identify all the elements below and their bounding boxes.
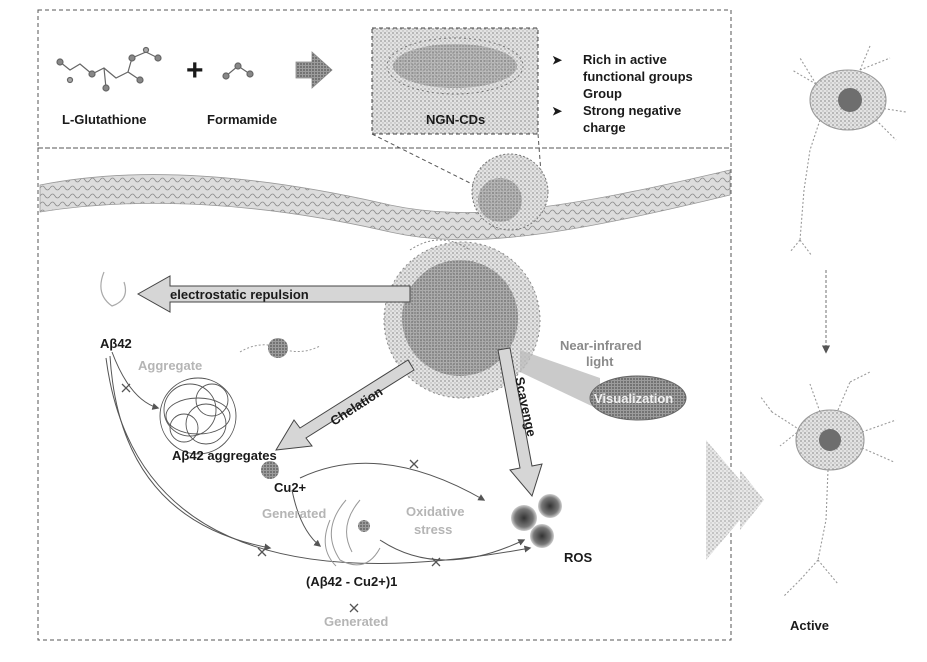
feature-2-marker: ➤	[552, 104, 563, 118]
formamide-label: Formamide	[207, 112, 277, 127]
nir-label-line1: Near-infrared	[560, 338, 642, 353]
peptide-blob	[268, 338, 288, 358]
ros-cluster	[511, 494, 562, 548]
feature-2-line-1: Strong negative	[583, 103, 681, 118]
reaction-arrow	[296, 52, 332, 88]
feature-1-line-2: functional groups	[583, 69, 693, 84]
product-label: NGN-CDs	[426, 112, 485, 127]
generated-label-1: Generated	[262, 506, 326, 521]
aggregate-tangle	[160, 378, 236, 454]
neuron-inactive-nucleus	[838, 88, 862, 112]
feature-list: ➤ Rich in active functional groups Group…	[552, 52, 693, 135]
abeta-label: Aβ42	[100, 336, 132, 351]
feature-1-marker: ➤	[552, 53, 563, 67]
aggregates-label: Aβ42 aggregates	[172, 448, 277, 463]
glutathione-label: L-Glutathione	[62, 112, 147, 127]
neuron-active-nucleus	[819, 429, 841, 451]
neuron-active	[760, 372, 896, 596]
cell-membrane	[40, 170, 730, 240]
feature-1-line-1: Rich in active	[583, 52, 667, 67]
oxidative-label-line2: stress	[414, 522, 452, 537]
ros-label: ROS	[564, 550, 593, 565]
aggregate-label: Aggregate	[138, 358, 202, 373]
visualization-label: Visualization	[594, 391, 673, 406]
feature-1-line-3: Group	[583, 86, 622, 101]
complex-label: (Aβ42 - Cu2+)1	[306, 574, 397, 589]
cu-ion	[261, 461, 279, 479]
oxidative-label-line1: Oxidative	[406, 504, 465, 519]
generated-label-2: Generated	[324, 614, 388, 629]
abeta-cu-complex	[325, 500, 380, 566]
plus-symbol: +	[186, 54, 204, 87]
feature-2-line-2: charge	[583, 120, 626, 135]
neuron-inactive	[790, 46, 906, 256]
nir-label-line2: light	[586, 354, 614, 369]
cu-label: Cu2+	[274, 480, 307, 495]
abeta-monomer-icon	[101, 272, 126, 306]
transition-arrow	[706, 440, 764, 560]
repulsion-label: electrostatic repulsion	[170, 287, 309, 302]
ngn-cd-particle-small	[472, 154, 548, 230]
formamide-molecule	[223, 63, 253, 79]
inset-connector-left	[372, 134, 476, 186]
chelation-arrow: Chelation	[276, 360, 414, 450]
active-label: Active	[790, 618, 829, 633]
glutathione-molecule	[57, 48, 161, 92]
